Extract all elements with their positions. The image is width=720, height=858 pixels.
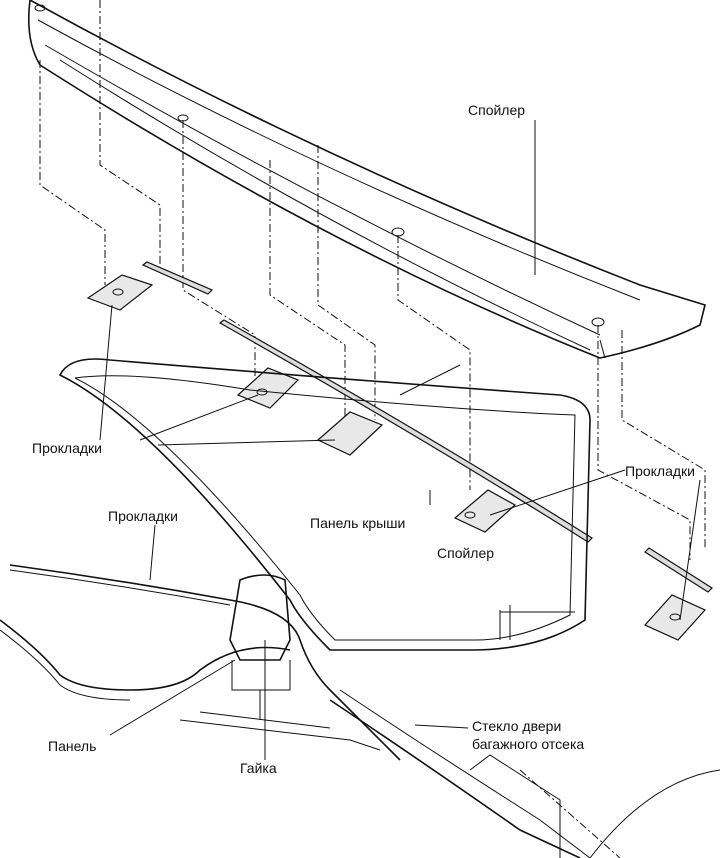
label-roof-panel: Панель крыши: [310, 515, 406, 531]
label-glass-line1: Стекло двери: [472, 718, 562, 734]
spoiler-cross-section: [0, 358, 720, 858]
label-pads-left: Прокладки: [32, 440, 102, 456]
label-pads-section: Прокладки: [108, 508, 178, 524]
pointer-lines: [99, 120, 701, 760]
label-pads-right: Прокладки: [625, 463, 695, 479]
label-nut: Гайка: [240, 760, 277, 776]
spoiler-exploded: [27, 0, 706, 359]
alignment-lines: [39, 0, 706, 560]
label-spoiler-section: Спойлер: [437, 545, 495, 561]
pads: [86, 274, 706, 641]
seal-strips: [141, 261, 713, 593]
label-spoiler-top: Спойлер: [468, 102, 526, 118]
label-panel: Панель: [48, 738, 97, 754]
label-glass-line2: багажного отсека: [472, 736, 585, 752]
